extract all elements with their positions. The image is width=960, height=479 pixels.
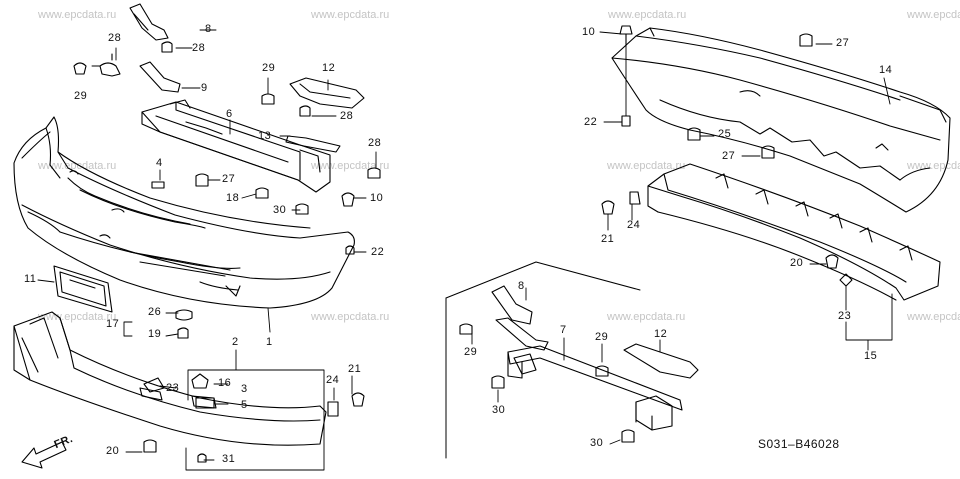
callout-31: 31	[222, 453, 236, 465]
callout-16: 16	[218, 377, 232, 389]
callout-19: 19	[148, 328, 162, 340]
front-spoiler	[13, 311, 327, 446]
watermark: www.epcdata.ru	[38, 9, 117, 21]
rear-spoiler	[647, 163, 941, 301]
callout-27: 27	[836, 37, 850, 49]
callout-7: 7	[560, 324, 567, 336]
callout-24: 24	[326, 374, 340, 386]
front-bumper-beam	[141, 99, 331, 193]
callout-28: 28	[340, 110, 354, 122]
callout-6: 6	[226, 108, 233, 120]
rear-beam	[507, 345, 683, 431]
callout-4: 4	[156, 157, 163, 169]
callout-29: 29	[464, 346, 478, 358]
watermark: www.epcdata.ru	[907, 9, 960, 21]
callout-29: 29	[595, 331, 609, 343]
watermark: www.epcdata.ru	[607, 311, 686, 323]
license-plate-base	[53, 265, 113, 313]
callout-30: 30	[492, 404, 506, 416]
diagram-reference-code: S031–B46028	[758, 437, 840, 451]
callout-28: 28	[368, 137, 382, 149]
watermark: www.epcdata.ru	[311, 311, 390, 323]
front-bumper-face	[13, 116, 355, 309]
callout-13: 13	[258, 130, 272, 142]
callout-28: 28	[192, 42, 206, 54]
callout-30: 30	[590, 437, 604, 449]
callout-9: 9	[201, 82, 208, 94]
callout-30: 30	[273, 204, 287, 216]
callout-25: 25	[718, 128, 732, 140]
callout-2: 2	[232, 336, 239, 348]
rear-bumper-face	[611, 27, 951, 213]
callout-21: 21	[601, 233, 615, 245]
callout-10: 10	[370, 192, 384, 204]
front-direction-arrow	[21, 441, 67, 469]
callout-23: 23	[838, 310, 852, 322]
inset-frame	[445, 261, 641, 299]
callout-12: 12	[322, 62, 336, 74]
callout-20: 20	[790, 257, 804, 269]
callout-21: 21	[348, 363, 362, 375]
callout-14: 14	[879, 64, 893, 76]
callout-29: 29	[74, 90, 88, 102]
callout-8: 8	[205, 23, 212, 35]
callout-17: 17	[106, 318, 120, 330]
watermark: www.epcdata.ru	[38, 160, 117, 172]
callout-10: 10	[582, 26, 596, 38]
callout-27: 27	[722, 150, 736, 162]
callout-18: 18	[226, 192, 240, 204]
watermark: www.epcdata.ru	[607, 160, 686, 172]
watermark: www.epcdata.ru	[38, 311, 117, 323]
callout-15: 15	[864, 350, 878, 362]
callout-12: 12	[654, 328, 668, 340]
watermark: www.epcdata.ru	[608, 9, 687, 21]
callout-8: 8	[518, 280, 525, 292]
callout-23: 23	[166, 382, 180, 394]
callout-26: 26	[148, 306, 162, 318]
callout-22: 22	[371, 246, 385, 258]
callout-27: 27	[222, 173, 236, 185]
callout-29: 29	[262, 62, 276, 74]
callout-11: 11	[24, 273, 37, 285]
callout-20: 20	[106, 445, 120, 457]
callout-22: 22	[584, 116, 598, 128]
callout-1: 1	[266, 336, 273, 348]
callout-24: 24	[627, 219, 641, 231]
callout-3: 3	[241, 383, 248, 395]
watermark: www.epcdata.ru	[311, 9, 390, 21]
watermark: www.epcdata.ru	[907, 311, 960, 323]
callout-5: 5	[241, 399, 248, 411]
callout-28: 28	[108, 32, 122, 44]
